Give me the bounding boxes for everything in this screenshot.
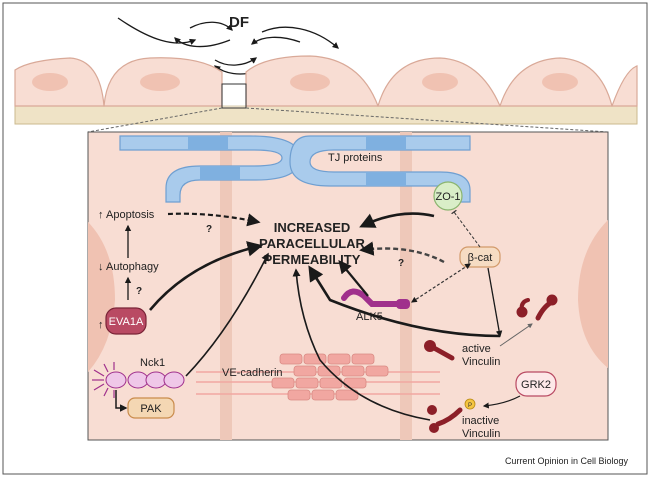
betacat-dashed-arrow (359, 241, 445, 264)
basement-membrane (14, 105, 638, 125)
nucleus-right (578, 220, 608, 368)
cell-membrane-left (220, 132, 232, 440)
df-title: DF (229, 14, 249, 31)
nck1-to-permeability-arrow (185, 252, 269, 377)
active-vinculin (424, 340, 455, 361)
beta-cat-label: β-cat (468, 252, 493, 264)
eva1a-question-mark: ? (136, 286, 142, 297)
vinculin-pair (516, 294, 558, 321)
pak-node (127, 397, 175, 419)
zo1-node (433, 181, 463, 211)
eva1a-label: EVA1A (109, 316, 144, 328)
center-label: INCREASED PARACELLULAR PERMEABILITY (259, 220, 366, 267)
nck1-label: Nck1 (140, 357, 165, 369)
center-label-line2: PARACELLULAR (259, 236, 366, 251)
journal-credit: Current Opinion in Cell Biology (505, 456, 629, 466)
eva1a-to-permeability-arrow (149, 241, 264, 311)
active-vinculin-line2: Vinculin (462, 356, 500, 368)
vinculin-activation-arrow (499, 323, 533, 347)
ve-cadherin (196, 353, 440, 401)
nucleus-left (88, 222, 115, 372)
zoom-line-left (87, 107, 223, 133)
tj-proteins-label: TJ proteins (328, 152, 383, 164)
zo1-label: ZO-1 (435, 191, 460, 203)
active-vinculin-line1: active (462, 343, 491, 355)
grk2-node (515, 371, 557, 397)
inactive-vinculin (427, 398, 476, 433)
apoptosis-arrow: ↑ (98, 209, 104, 221)
apoptosis-question-mark: ? (206, 224, 212, 235)
betacat-to-vinculin-arrow (487, 267, 503, 338)
inactive-vinculin-to-permeability-arrow (292, 268, 431, 421)
apoptosis-dashed-arrow (167, 212, 261, 227)
inactive-vinculin-line2: Vinculin (462, 428, 500, 440)
alk5-to-permeability-arrow (338, 259, 369, 297)
zoom-line-right (245, 107, 609, 133)
zoom-box (221, 83, 247, 109)
phospho-label: P (468, 403, 472, 409)
eva1a-node (105, 307, 147, 335)
nck1-complex (92, 362, 185, 398)
betacat-zo1-inhibition (451, 209, 481, 248)
alk5-label: ALK5 (356, 311, 383, 323)
center-label-line3: PERMEABILITY (264, 252, 361, 267)
nck1-to-pak-arrow (115, 390, 128, 412)
apoptosis-label: Apoptosis (106, 209, 155, 221)
inactive-vinculin-line1: inactive (462, 415, 499, 427)
ve-cadherin-label: VE-cadherin (222, 367, 283, 379)
pak-label: PAK (140, 403, 162, 415)
cell-nuclei (32, 73, 578, 91)
zo1-to-permeability-arrow (359, 212, 435, 228)
flow-arrows (117, 17, 339, 75)
tj-proteins (119, 135, 471, 203)
grk2-label: GRK2 (521, 379, 551, 391)
grk2-to-vinculin-arrow (482, 395, 521, 409)
endothelial-cell-row (14, 55, 638, 107)
cell-membrane-right (400, 132, 412, 440)
vinculin-to-permeability-arrow (308, 265, 501, 338)
eva1a-arrow: ↑ (98, 319, 104, 331)
center-label-line1: INCREASED (274, 220, 351, 235)
autophagy-arrow: ↓ (98, 261, 104, 273)
alk5-betacat-link (410, 263, 472, 303)
autophagy-label: Autophagy (106, 261, 159, 273)
betacat-question-mark: ? (398, 258, 404, 269)
alk5-receptor (341, 288, 410, 309)
